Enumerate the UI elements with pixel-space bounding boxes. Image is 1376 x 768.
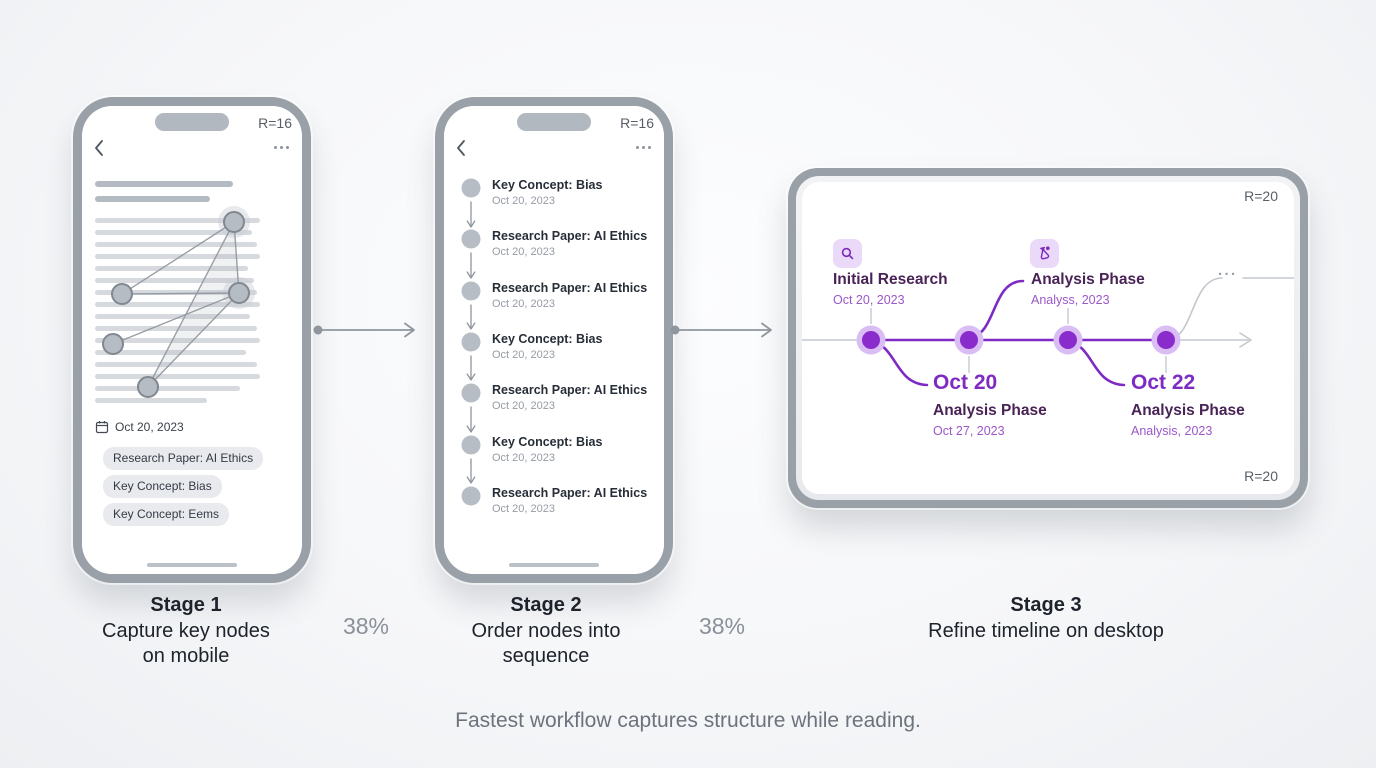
node-date: Oct 20, 2023 (492, 503, 555, 515)
sequence-item: Research Paper: AI Ethics Oct 20, 2023 (492, 486, 647, 515)
node-date: Oct 20, 2023 (492, 195, 555, 207)
search-icon (841, 247, 854, 260)
stage1-to-stage2-arrow (313, 322, 415, 338)
timeline-event-below: Oct 20 Analysis Phase Oct 27, 2023 (933, 371, 1047, 438)
stage1-phone-screen: R=16 (82, 106, 302, 574)
sequence-rail (461, 178, 481, 506)
event-title: Initial Research (833, 271, 948, 288)
node-title: Key Concept: Bias (492, 178, 603, 192)
stage-caption-line: on mobile (142, 645, 230, 667)
node-date: Oct 20, 2023 (492, 452, 555, 464)
event-title: Analysis Phase (1131, 402, 1245, 419)
node-title: Research Paper: AI Ethics (492, 281, 648, 295)
timeline-event-below: Oct 22 Analysis Phase Analysis, 2023 (1131, 371, 1245, 438)
stage-title: Stage 2 (510, 594, 582, 616)
radius-label: R=16 (620, 115, 654, 131)
stage2-caption: Stage 2 Order nodes into sequence (420, 593, 672, 670)
back-chevron-icon (457, 140, 465, 156)
node-title: Key Concept: Bias (492, 435, 603, 449)
search-icon-badge (833, 239, 862, 268)
stage-caption-line: Capture key nodes (102, 619, 270, 642)
transition-percentage: 38% (698, 613, 746, 639)
event-date: Oct 27, 2023 (933, 424, 1005, 438)
sequence-item: Key Concept: Bias Oct 20, 2023 (492, 332, 602, 361)
node-date: Oct 20, 2023 (492, 298, 555, 310)
timeline-event-above: Initial Research Oct 20, 2023 (833, 271, 948, 307)
node-title: Research Paper: AI Ethics (492, 383, 648, 397)
home-indicator (147, 563, 237, 567)
footer-tagline: Fastest workflow captures structure whil… (455, 709, 921, 732)
timeline-graphic (802, 277, 1294, 387)
node-date: Oct 20, 2023 (492, 400, 555, 412)
sequence-item: Research Paper: AI Ethics Oct 20, 2023 (492, 383, 647, 412)
stage-caption-line: Refine timeline on desktop (928, 619, 1164, 642)
sequence-item: Key Concept: Bias Oct 20, 2023 (492, 178, 602, 207)
stage-caption-line: Order nodes into (471, 619, 621, 642)
calendar-icon (95, 421, 109, 434)
node-date: Oct 20, 2023 (492, 246, 555, 258)
event-date: Analysis, 2023 (1131, 424, 1213, 438)
stage-title: Stage 3 (1010, 594, 1082, 616)
stage-caption-line: sequence (502, 645, 590, 667)
timeline-event-above: Analysis Phase Analyss, 2023 (1031, 271, 1145, 307)
event-big-date: Oct 20 (933, 371, 998, 394)
event-date: Analyss, 2023 (1031, 293, 1110, 307)
phone-notch (155, 113, 229, 131)
stage3-tablet-screen: R=20 R=20 Initial Research Oct 20, 2023 (802, 182, 1294, 494)
event-date: Oct 20, 2023 (833, 293, 905, 307)
home-indicator (509, 563, 599, 567)
event-big-date: Oct 22 (1131, 371, 1196, 394)
stage-title: Stage 1 (150, 594, 222, 616)
node-title: Key Concept: Bias (492, 332, 603, 346)
flask-icon (1040, 246, 1050, 260)
stage2-phone-screen: R=16 (444, 106, 664, 574)
stage3-caption: Stage 3 Refine timeline on desktop (846, 593, 1246, 644)
back-chevron-icon (95, 140, 103, 156)
stage1-caption: Stage 1 Capture key nodes on mobile (60, 593, 312, 670)
sequence-item: Key Concept: Bias Oct 20, 2023 (492, 435, 602, 464)
capture-date-row: Oct 20, 2023 (95, 420, 184, 434)
sequence-item: Research Paper: AI Ethics Oct 20, 2023 (492, 229, 647, 258)
stage1-phone-mockup: R=16 (73, 97, 311, 583)
tag-pill: Key Concept: Eems (103, 503, 230, 526)
node-title: Research Paper: AI Ethics (492, 486, 648, 500)
transition-percentage: 38% (342, 613, 390, 639)
event-title: Analysis Phase (933, 402, 1047, 419)
phone-notch (517, 113, 591, 131)
node-title: Research Paper: AI Ethics (492, 229, 648, 243)
stage3-tablet-mockup: R=20 R=20 Initial Research Oct 20, 2023 (788, 168, 1308, 508)
capture-date: Oct 20, 2023 (115, 420, 184, 434)
stage2-phone-mockup: R=16 (435, 97, 673, 583)
stage2-to-stage3-arrow (670, 322, 772, 338)
more-options-icon (636, 146, 651, 149)
radius-label-top: R=20 (1244, 188, 1278, 204)
timeline-overflow-ellipsis: ··· (1218, 266, 1238, 283)
concept-graph (102, 206, 255, 398)
node-date: Oct 20, 2023 (492, 349, 555, 361)
tag-pill: Research Paper: AI Ethics (103, 447, 264, 470)
sequence-item: Research Paper: AI Ethics Oct 20, 2023 (492, 281, 647, 310)
tag-list: Research Paper: AI Ethics Key Concept: B… (103, 447, 264, 531)
radius-label: R=16 (258, 115, 292, 131)
more-options-icon (274, 146, 289, 149)
flask-icon-badge (1030, 239, 1059, 268)
event-title: Analysis Phase (1031, 271, 1145, 288)
radius-label-bottom: R=20 (1244, 468, 1278, 484)
document-with-graph-overlay (95, 181, 260, 403)
tag-pill: Key Concept: Bias (103, 475, 222, 498)
